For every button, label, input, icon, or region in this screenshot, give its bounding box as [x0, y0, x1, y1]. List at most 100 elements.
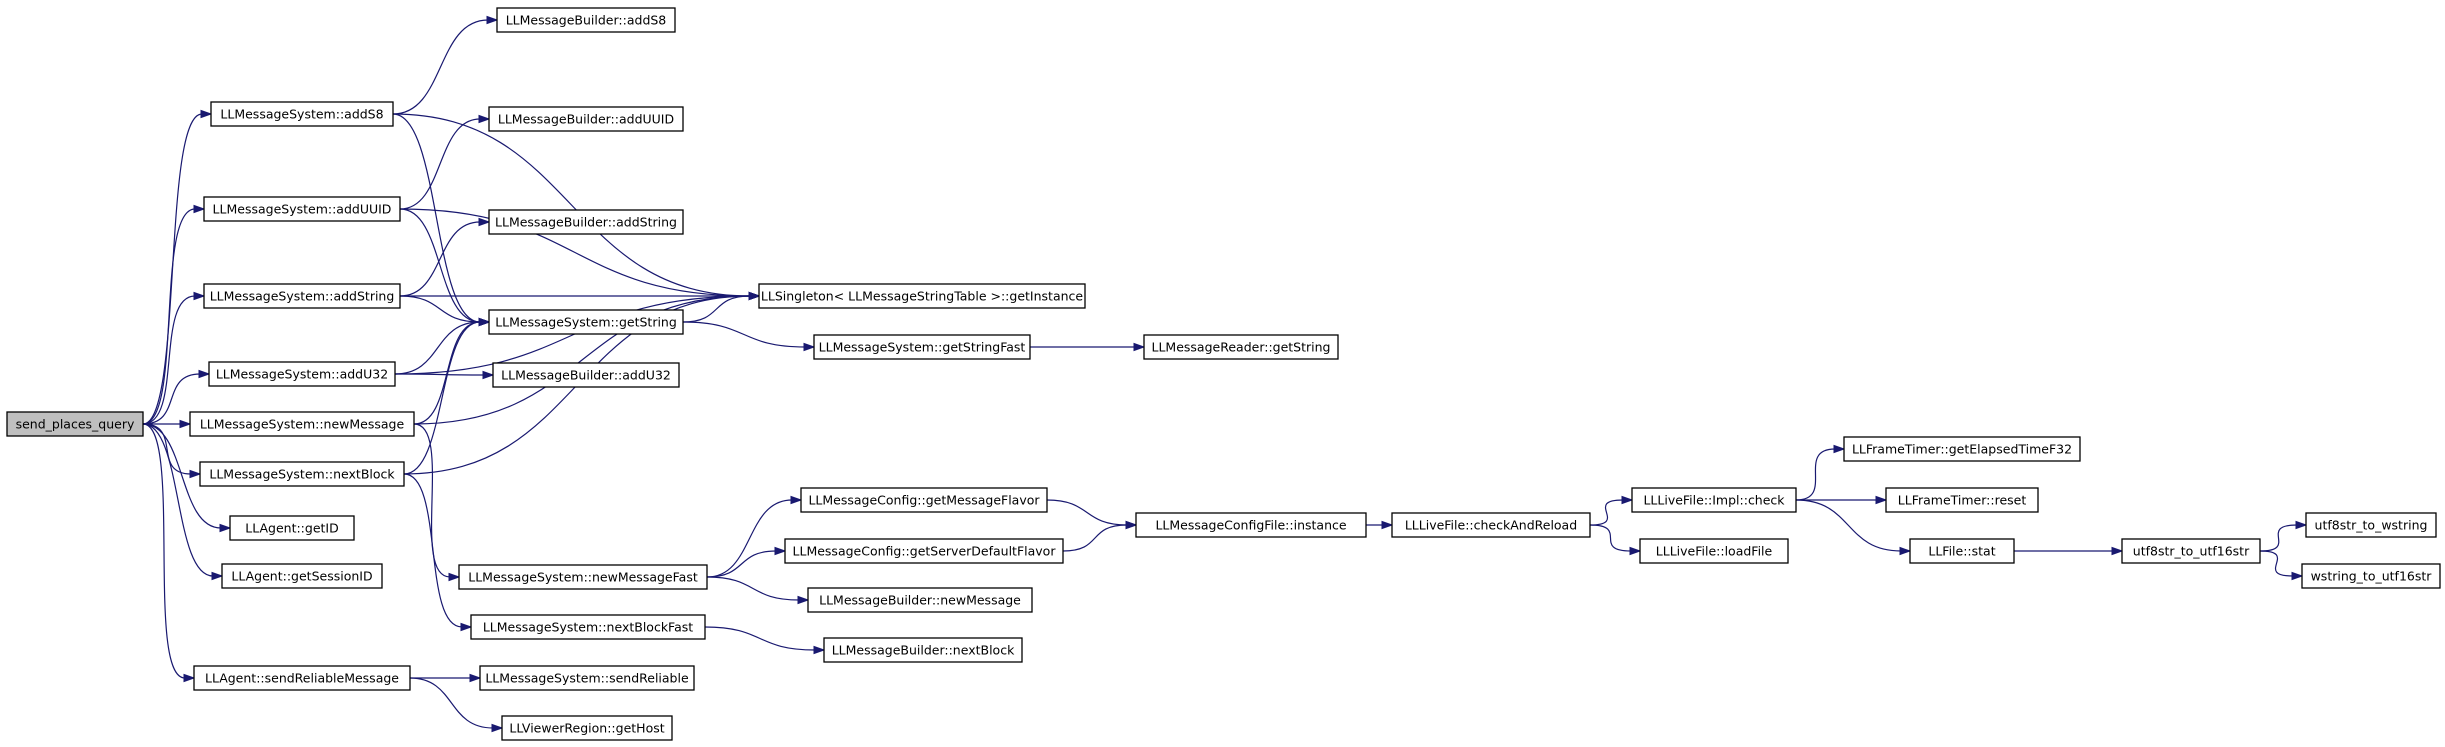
edge-lf-checkandreload-to-lf-impl-check — [1589, 499, 1624, 526]
node-mb-addu32[interactable]: LLMessageBuilder::addU32 — [492, 362, 680, 388]
node-mb-adduuid[interactable]: LLMessageBuilder::addUUID — [488, 106, 684, 132]
edge-ms-adduuid-to-mb-adduuid — [399, 118, 481, 210]
node-ms-sendreliable[interactable]: LLMessageSystem::sendReliable — [479, 665, 695, 691]
edge-arrowhead — [2111, 546, 2124, 556]
node-ms-nextblockfast[interactable]: LLMessageSystem::nextBlockFast — [470, 614, 706, 640]
edge-mc-getserverdefaultflavor-to-mcf-instance — [1062, 524, 1128, 552]
node-box[interactable] — [823, 637, 1023, 663]
node-box[interactable] — [2121, 538, 2261, 564]
node-label: wstring_to_utf16str — [2311, 569, 2433, 584]
node-mc-getserverdefaultflavor[interactable]: LLMessageConfig::getServerDefaultFlavor — [784, 538, 1064, 564]
node-box[interactable] — [813, 334, 1031, 360]
node-lf-impl-check[interactable]: LLLiveFile::Impl::check — [1631, 487, 1797, 513]
node-box[interactable] — [488, 309, 684, 335]
node-box[interactable] — [488, 106, 684, 132]
node-ft-getelapsed[interactable]: LLFrameTimer::getElapsedTimeF32 — [1843, 436, 2081, 462]
node-mcf-instance[interactable]: LLMessageConfigFile::instance — [1135, 512, 1367, 538]
node-label: LLMessageSystem::nextBlock — [209, 467, 395, 482]
node-label: LLFile::stat — [1928, 544, 1995, 559]
node-box[interactable] — [210, 101, 394, 127]
node-file-stat[interactable]: LLFile::stat — [1909, 538, 2015, 564]
node-box[interactable] — [496, 7, 676, 33]
edge-arrowhead — [478, 217, 491, 227]
edge-arrowhead — [482, 370, 495, 380]
node-label: LLMessageBuilder::addU32 — [501, 368, 671, 383]
node-box[interactable] — [758, 283, 1086, 309]
node-send-places-query[interactable]: send_places_query — [6, 411, 144, 437]
node-box[interactable] — [1391, 512, 1591, 538]
node-box[interactable] — [221, 563, 383, 589]
edge-ms-adduuid-to-ms-getstring — [399, 208, 481, 323]
node-singleton[interactable]: LLSingleton< LLMessageStringTable >::get… — [758, 283, 1086, 309]
node-box[interactable] — [479, 665, 695, 691]
node-box[interactable] — [784, 538, 1064, 564]
edge-ms-nextblockfast-to-mb-nextblock — [704, 626, 816, 651]
node-label: LLLiveFile::Impl::check — [1643, 493, 1785, 508]
node-label: LLMessageBuilder::addUUID — [498, 112, 674, 127]
node-box[interactable] — [807, 587, 1033, 613]
node-box[interactable] — [208, 361, 396, 387]
node-ms-adduuid[interactable]: LLMessageSystem::addUUID — [203, 196, 401, 222]
node-lf-loadfile[interactable]: LLLiveFile::loadFile — [1639, 538, 1789, 564]
node-box[interactable] — [800, 487, 1048, 513]
node-ms-newmessage[interactable]: LLMessageSystem::newMessage — [189, 411, 415, 437]
node-label: LLMessageReader::getString — [1152, 340, 1331, 355]
node-utf8-to-wstring[interactable]: utf8str_to_wstring — [2305, 512, 2437, 538]
node-mr-getstring[interactable]: LLMessageReader::getString — [1143, 334, 1339, 360]
node-mb-newmessage[interactable]: LLMessageBuilder::newMessage — [807, 587, 1033, 613]
node-ft-reset[interactable]: LLFrameTimer::reset — [1885, 487, 2039, 513]
edge-ms-adduuid-to-singleton — [399, 208, 751, 297]
node-box[interactable] — [1885, 487, 2039, 513]
edge-arrowhead — [803, 342, 816, 352]
node-ms-addstring[interactable]: LLMessageSystem::addString — [203, 283, 401, 309]
edge-arrowhead — [193, 291, 206, 301]
node-box[interactable] — [2301, 563, 2441, 589]
node-agent-sendreliable[interactable]: LLAgent::sendReliableMessage — [193, 665, 411, 691]
node-box[interactable] — [1639, 538, 1789, 564]
node-box[interactable] — [6, 411, 144, 437]
node-box[interactable] — [1843, 436, 2081, 462]
edge-send-places-query-to-agent-sendreliable — [142, 423, 186, 679]
node-ms-nextblock[interactable]: LLMessageSystem::nextBlock — [199, 461, 405, 487]
node-label: LLMessageConfig::getServerDefaultFlavor — [793, 544, 1057, 559]
node-box[interactable] — [189, 411, 415, 437]
node-mc-getmessageflavor[interactable]: LLMessageConfig::getMessageFlavor — [800, 487, 1048, 513]
node-label: LLMessageBuilder::addS8 — [506, 13, 667, 28]
node-box[interactable] — [1909, 538, 2015, 564]
node-ms-getstringfast[interactable]: LLMessageSystem::getStringFast — [813, 334, 1031, 360]
node-box[interactable] — [2305, 512, 2437, 538]
node-box[interactable] — [203, 283, 401, 309]
edge-ms-newmessagefast-to-mb-newmessage — [706, 576, 800, 601]
node-wstring-to-utf16[interactable]: wstring_to_utf16str — [2301, 563, 2441, 589]
node-box[interactable] — [501, 715, 673, 741]
node-mb-adds8[interactable]: LLMessageBuilder::addS8 — [496, 7, 676, 33]
node-lf-checkandreload[interactable]: LLLiveFile::checkAndReload — [1391, 512, 1591, 538]
node-mb-addstring[interactable]: LLMessageBuilder::addString — [488, 209, 684, 235]
node-vr-gethost[interactable]: LLViewerRegion::getHost — [501, 715, 673, 741]
node-box[interactable] — [199, 461, 405, 487]
node-agent-getid[interactable]: LLAgent::getID — [229, 515, 355, 541]
node-box[interactable] — [1135, 512, 1367, 538]
node-ms-adds8[interactable]: LLMessageSystem::addS8 — [210, 101, 394, 127]
edge-arrowhead — [211, 571, 224, 581]
node-ms-addu32[interactable]: LLMessageSystem::addU32 — [208, 361, 396, 387]
node-mb-nextblock[interactable]: LLMessageBuilder::nextBlock — [823, 637, 1023, 663]
node-box[interactable] — [470, 614, 706, 640]
node-ms-newmessagefast[interactable]: LLMessageSystem::newMessageFast — [458, 564, 708, 590]
node-label: LLMessageConfigFile::instance — [1155, 518, 1346, 533]
node-utf8-to-utf16[interactable]: utf8str_to_utf16str — [2121, 538, 2261, 564]
edge-arrowhead — [460, 622, 473, 632]
node-label: utf8str_to_wstring — [2315, 518, 2428, 533]
node-box[interactable] — [229, 515, 355, 541]
edge-arrowhead — [797, 595, 810, 605]
node-box[interactable] — [488, 209, 684, 235]
node-box[interactable] — [492, 362, 680, 388]
node-box[interactable] — [1143, 334, 1339, 360]
node-agent-getsessionid[interactable]: LLAgent::getSessionID — [221, 563, 383, 589]
node-box[interactable] — [458, 564, 708, 590]
node-box[interactable] — [203, 196, 401, 222]
node-ms-getstring[interactable]: LLMessageSystem::getString — [488, 309, 684, 335]
edge-arrowhead — [1833, 444, 1846, 454]
node-box[interactable] — [193, 665, 411, 691]
node-box[interactable] — [1631, 487, 1797, 513]
